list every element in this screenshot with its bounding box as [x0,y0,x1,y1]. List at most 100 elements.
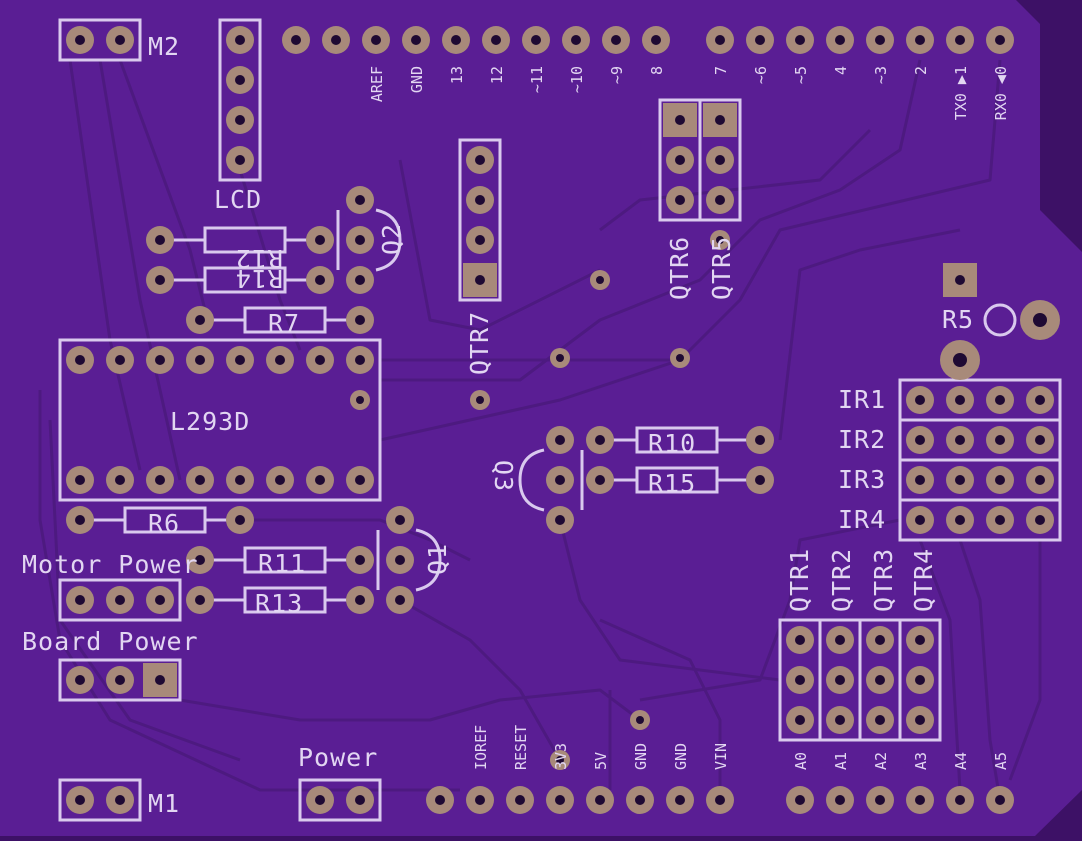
solder-pad [346,346,374,374]
solder-pad [386,586,414,614]
solder-pad [226,106,254,134]
top-pin-label: ~11 [528,66,546,93]
solder-pad [906,626,934,654]
solder-pad [746,426,774,454]
label-r15: R15 [648,469,696,498]
label-m2: M2 [148,32,180,61]
label-qtr4: QTR4 [909,548,938,612]
solder-pad [506,786,534,814]
solder-pad [562,26,590,54]
via [350,390,370,410]
solder-pad [986,506,1014,534]
solder-pad [106,586,134,614]
solder-pad [362,26,390,54]
solder-pad [522,26,550,54]
solder-pads [66,26,1060,814]
solder-pad [586,426,614,454]
label-l293d: L293D [170,407,250,436]
solder-pad [786,626,814,654]
top-pin-label: AREF [368,66,386,102]
via [630,710,650,730]
solder-pad [66,666,94,694]
bottom-pin-label: 5V [592,752,610,770]
solder-pad [466,146,494,174]
solder-pad [906,26,934,54]
top-pin-label: ~5 [792,66,810,84]
solder-pad [546,426,574,454]
solder-pad [146,346,174,374]
solder-pad [866,786,894,814]
solder-pad [306,346,334,374]
solder-pad [402,26,430,54]
top-pin-label: ~10 [568,66,586,93]
label-r14: R14 [235,264,283,293]
solder-pad [986,426,1014,454]
solder-pad [306,466,334,494]
solder-pad [426,786,454,814]
solder-pad [1020,300,1060,340]
solder-pad [146,586,174,614]
label-m1: M1 [148,789,180,818]
solder-pad [66,786,94,814]
solder-pad [703,103,737,137]
solder-pad [226,346,254,374]
solder-pad [826,666,854,694]
solder-pad [146,226,174,254]
top-pin-label: 12 [488,66,506,84]
solder-pad [786,706,814,734]
solder-pad [946,26,974,54]
solder-pad [986,786,1014,814]
solder-pad [346,226,374,254]
solder-pad [666,146,694,174]
solder-pad [786,786,814,814]
solder-pad [346,546,374,574]
label-r10: R10 [648,429,696,458]
bottom-pin-label: VIN [712,743,730,770]
via [590,270,610,290]
label-r7: R7 [268,309,300,338]
solder-pad [466,786,494,814]
solder-pad [906,466,934,494]
label-q1: Q1 [423,543,452,575]
top-pin-label: 7 [712,66,730,75]
solder-pad [466,226,494,254]
label-qtr5: QTR5 [707,236,736,300]
solder-pad [986,386,1014,414]
solder-pad [906,666,934,694]
solder-pad [346,306,374,334]
solder-pad [826,26,854,54]
label-ir3: IR3 [838,465,886,494]
solder-pad [946,506,974,534]
solder-pad [946,386,974,414]
solder-pad [746,26,774,54]
label-board-power: Board Power [22,627,199,656]
label-qtr3: QTR3 [869,548,898,612]
via [550,750,570,770]
solder-pad [586,466,614,494]
solder-pad [906,786,934,814]
solder-pad [666,186,694,214]
solder-pad [946,426,974,454]
solder-pad [226,466,254,494]
solder-pad [386,506,414,534]
solder-pad [546,786,574,814]
solder-pad [642,26,670,54]
solder-pad [663,103,697,137]
top-pin-label: RX0 ◀0 [992,66,1010,120]
label-q3: Q3 [489,460,518,492]
solder-pad [266,466,294,494]
bottom-pin-label: A0 [792,752,810,770]
solder-pad [1026,386,1054,414]
solder-pad [866,626,894,654]
solder-pad [466,186,494,214]
bottom-pin-label: A1 [832,752,850,770]
solder-pad [66,26,94,54]
label-qtr6: QTR6 [665,236,694,300]
solder-pad [186,346,214,374]
bottom-pin-label: A2 [872,752,890,770]
solder-pad [306,226,334,254]
label-r6: R6 [148,509,180,538]
solder-pad [906,386,934,414]
label-q2: Q2 [377,223,406,255]
